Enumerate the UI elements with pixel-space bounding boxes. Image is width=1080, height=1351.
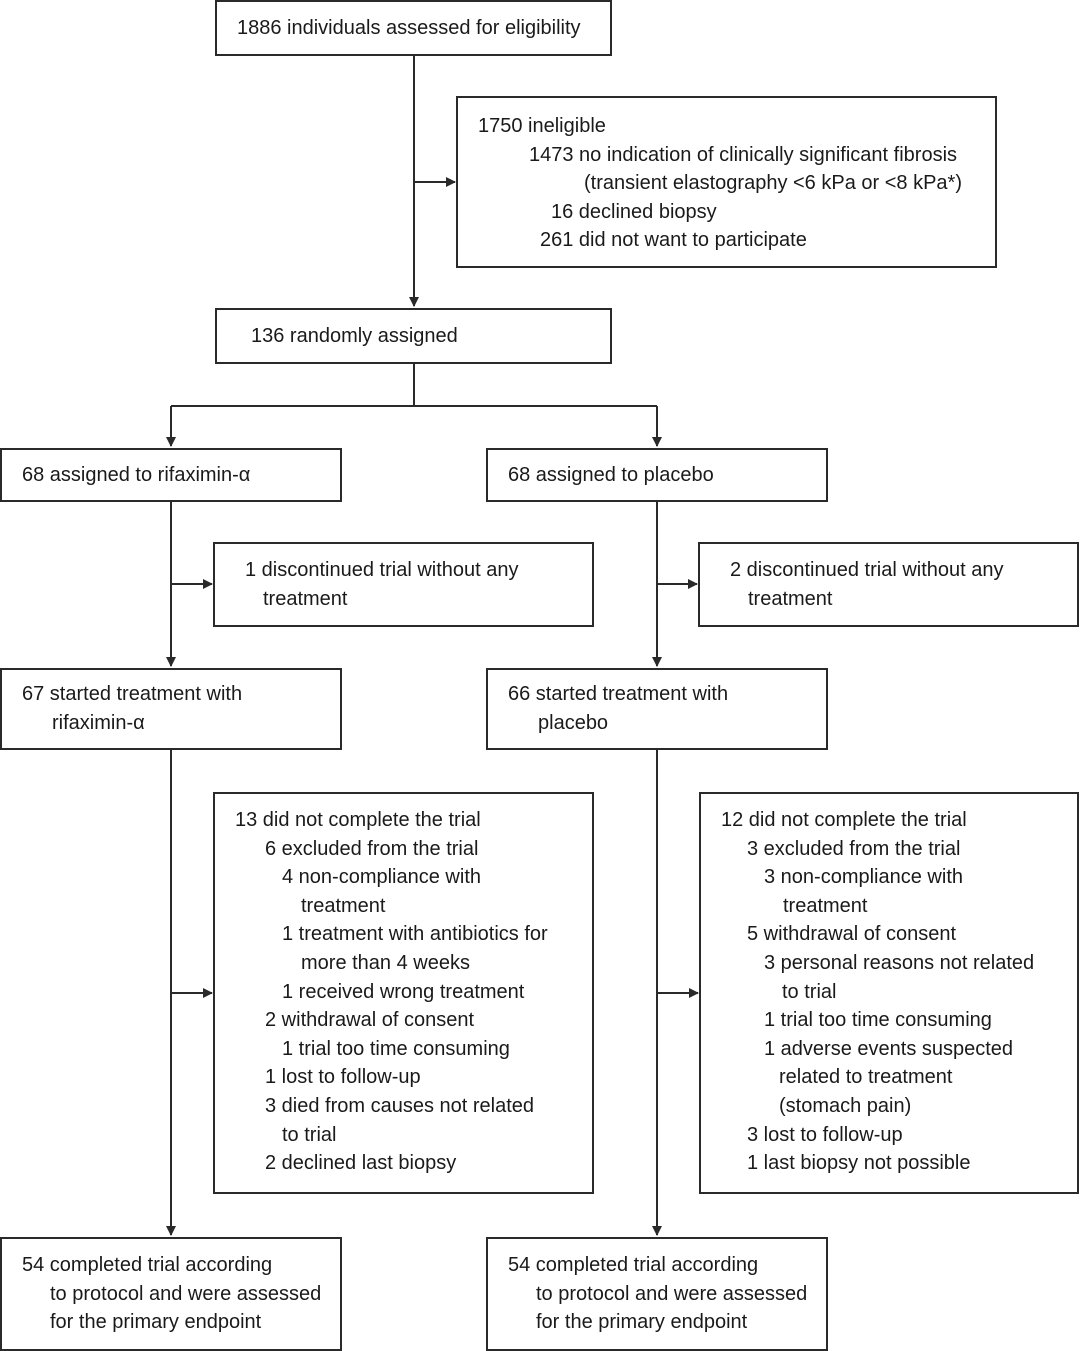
pla-dropout-line-3: 3 non-compliance with [764, 866, 963, 889]
pla-disc-box: 2 discontinued trial without any treatme… [698, 542, 1079, 627]
rif-disc-line-1: 1 discontinued trial without any [245, 559, 519, 581]
pla-dropout-line-11: (stomach pain) [779, 1094, 912, 1117]
pla-started-line-1: 66 started treatment with [508, 683, 729, 705]
rif-dropout-line-9: 1 trial too time consuming [282, 1037, 510, 1060]
pla-dropout-line-1: 12 did not complete the trial [721, 809, 967, 831]
ineligible-line-5: 261 did not want to participate [540, 229, 807, 252]
pla-dropout-box: 12 did not complete the trial 3 excluded… [699, 792, 1079, 1194]
rif-started-line-2: rifaximin-α [52, 711, 145, 734]
randomised-line-1: 136 randomly assigned [251, 324, 458, 347]
rif-dropout-line-7: 1 received wrong treatment [282, 980, 525, 1003]
pla-dropout-line-6: 3 personal reasons not related [764, 951, 1035, 974]
rif-completed-line-1: 54 completed trial according [22, 1254, 273, 1276]
pla-dropout-line-12: 3 lost to follow-up [747, 1123, 903, 1146]
rif-completed-box: 54 completed trial according to protocol… [0, 1237, 342, 1351]
pla-completed-line-1: 54 completed trial according [508, 1254, 759, 1276]
randomised-box: 136 randomly assigned [215, 308, 612, 364]
pla-completed-line-2: to protocol and were assessed [536, 1282, 808, 1305]
pla-dropout-line-5: 5 withdrawal of consent [747, 923, 957, 946]
pla-assigned-box: 68 assigned to placebo [486, 448, 828, 502]
pla-disc-line-2: treatment [748, 587, 833, 610]
assessed-box: 1886 individuals assessed for eligibilit… [215, 0, 612, 56]
rif-dropout-line-6: more than 4 weeks [301, 951, 470, 974]
rif-completed-line-2: to protocol and were assessed [50, 1282, 322, 1305]
rif-dropout-line-8: 2 withdrawal of consent [265, 1009, 475, 1032]
pla-started-box: 66 started treatment with placebo [486, 668, 828, 750]
ineligible-line-3: (transient elastography <6 kPa or <8 kPa… [584, 172, 962, 195]
pla-dropout-line-4: treatment [783, 894, 868, 917]
pla-dropout-line-10: related to treatment [779, 1066, 953, 1089]
rif-disc-box: 1 discontinued trial without any treatme… [213, 542, 594, 627]
rif-dropout-line-10: 1 lost to follow-up [265, 1066, 421, 1089]
rif-dropout-line-5: 1 treatment with antibiotics for [282, 923, 548, 946]
pla-dropout-line-7: to trial [782, 980, 837, 1003]
rif-dropout-line-2: 6 excluded from the trial [265, 837, 479, 860]
ineligible-line-1: 1750 ineligible [478, 115, 606, 137]
rif-completed-line-3: for the primary endpoint [50, 1311, 262, 1334]
pla-started-line-2: placebo [538, 711, 609, 734]
rif-assigned-line-1: 68 assigned to rifaximin-α [22, 463, 251, 486]
rif-dropout-box: 13 did not complete the trial 6 excluded… [213, 792, 594, 1194]
rif-assigned-box: 68 assigned to rifaximin-α [0, 448, 342, 502]
pla-dropout-line-8: 1 trial too time consuming [764, 1009, 992, 1032]
assessed-line-1: 1886 individuals assessed for eligibilit… [237, 16, 581, 39]
ineligible-box: 1750 ineligible 1473 no indication of cl… [456, 96, 997, 268]
rif-started-box: 67 started treatment with rifaximin-α [0, 668, 342, 750]
rif-dropout-line-1: 13 did not complete the trial [235, 809, 481, 831]
pla-completed-line-3: for the primary endpoint [536, 1311, 748, 1334]
rif-dropout-line-4: treatment [301, 894, 386, 917]
rif-dropout-line-11: 3 died from causes not related [265, 1094, 535, 1117]
rif-dropout-line-3: 4 non-compliance with [282, 866, 481, 889]
ineligible-line-2: 1473 no indication of clinically signifi… [529, 143, 958, 166]
pla-dropout-line-9: 1 adverse events suspected [764, 1037, 1014, 1060]
pla-disc-line-1: 2 discontinued trial without any [730, 559, 1004, 581]
pla-completed-box: 54 completed trial according to protocol… [486, 1237, 828, 1351]
rif-dropout-line-13: 2 declined last biopsy [265, 1152, 457, 1175]
pla-assigned-line-1: 68 assigned to placebo [508, 463, 714, 486]
pla-dropout-line-13: 1 last biopsy not possible [747, 1152, 971, 1175]
rif-dropout-line-12: to trial [282, 1123, 337, 1146]
ineligible-line-4: 16 declined biopsy [551, 200, 717, 223]
rif-disc-line-2: treatment [263, 587, 348, 610]
rif-started-line-1: 67 started treatment with [22, 683, 243, 705]
pla-dropout-line-2: 3 excluded from the trial [747, 837, 961, 860]
